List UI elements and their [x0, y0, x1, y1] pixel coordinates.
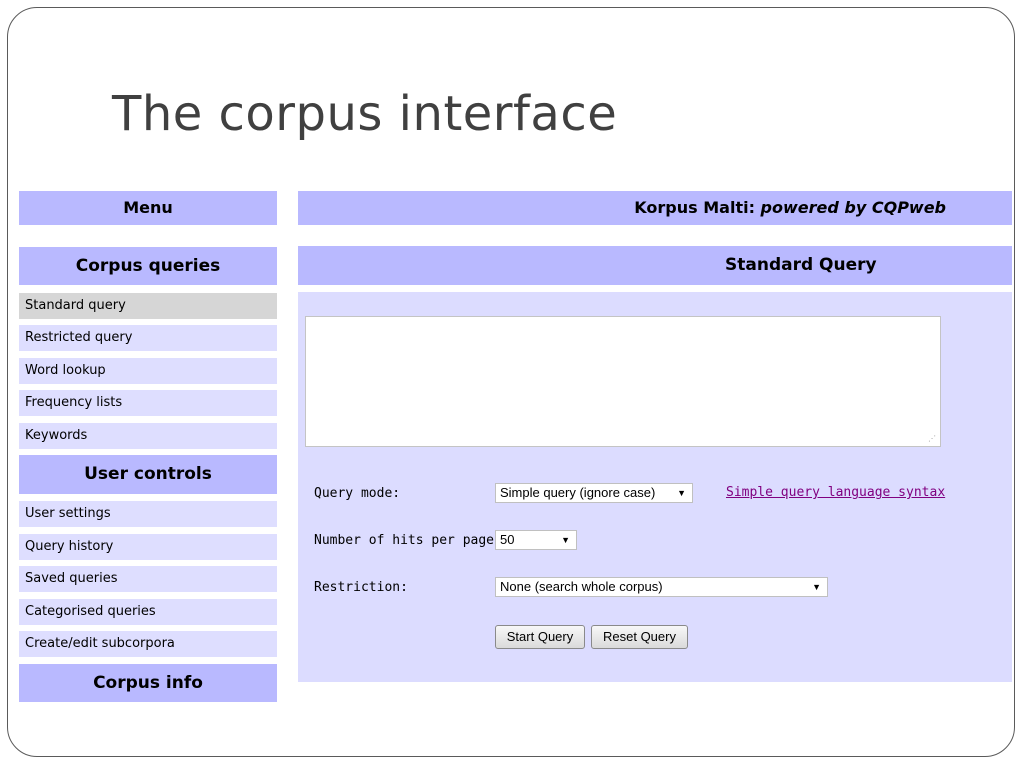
- sidebar-section-corpus-queries: Corpus queries: [19, 247, 277, 285]
- query-mode-select[interactable]: Simple query (ignore case) ▼: [495, 483, 693, 503]
- start-query-button[interactable]: Start Query: [495, 625, 585, 649]
- sidebar-item-word-lookup[interactable]: Word lookup: [19, 358, 277, 384]
- sidebar-section-corpus-info: Corpus info: [19, 664, 277, 702]
- sidebar-item-categorised-queries[interactable]: Categorised queries: [19, 599, 277, 625]
- corpus-name: Korpus Malti:: [634, 198, 755, 217]
- restriction-label: Restriction:: [314, 580, 408, 595]
- hits-per-page-select[interactable]: 50 ▼: [495, 530, 577, 550]
- query-syntax-link[interactable]: Simple query language syntax: [726, 485, 946, 500]
- chevron-down-icon: ▼: [561, 535, 570, 545]
- hits-per-page-value: 50: [500, 532, 515, 547]
- query-panel-header: Standard Query: [298, 246, 1012, 285]
- sidebar-item-keywords[interactable]: Keywords: [19, 423, 277, 449]
- sidebar-item-saved-queries[interactable]: Saved queries: [19, 566, 277, 592]
- query-mode-label: Query mode:: [314, 486, 401, 501]
- powered-by-label: powered by CQPweb: [760, 198, 946, 217]
- corpus-header: Korpus Malti: powered by CQPweb: [298, 191, 1012, 225]
- query-panel: ⋰ Query mode: Simple query (ignore case)…: [298, 292, 1012, 682]
- chevron-down-icon: ▼: [812, 582, 821, 592]
- hits-per-page-label: Number of hits per page:: [314, 533, 502, 548]
- sidebar-item-restricted-query[interactable]: Restricted query: [19, 325, 277, 351]
- sidebar-item-query-history[interactable]: Query history: [19, 534, 277, 560]
- restriction-value: None (search whole corpus): [500, 579, 663, 594]
- sidebar-item-create-edit-subcorpora[interactable]: Create/edit subcorpora: [19, 631, 277, 657]
- query-panel-title: Standard Query: [725, 255, 877, 275]
- resize-grip-icon[interactable]: ⋰: [928, 434, 936, 443]
- reset-query-button[interactable]: Reset Query: [591, 625, 688, 649]
- sidebar-item-standard-query[interactable]: Standard query: [19, 293, 277, 319]
- sidebar-menu-header: Menu: [19, 191, 277, 225]
- query-mode-value: Simple query (ignore case): [500, 485, 656, 500]
- slide-title: The corpus interface: [112, 86, 618, 142]
- chevron-down-icon: ▼: [677, 488, 686, 498]
- restriction-select[interactable]: None (search whole corpus) ▼: [495, 577, 828, 597]
- query-textarea[interactable]: ⋰: [305, 316, 941, 447]
- sidebar-item-user-settings[interactable]: User settings: [19, 501, 277, 527]
- sidebar-item-frequency-lists[interactable]: Frequency lists: [19, 390, 277, 416]
- sidebar-section-user-controls: User controls: [19, 455, 277, 494]
